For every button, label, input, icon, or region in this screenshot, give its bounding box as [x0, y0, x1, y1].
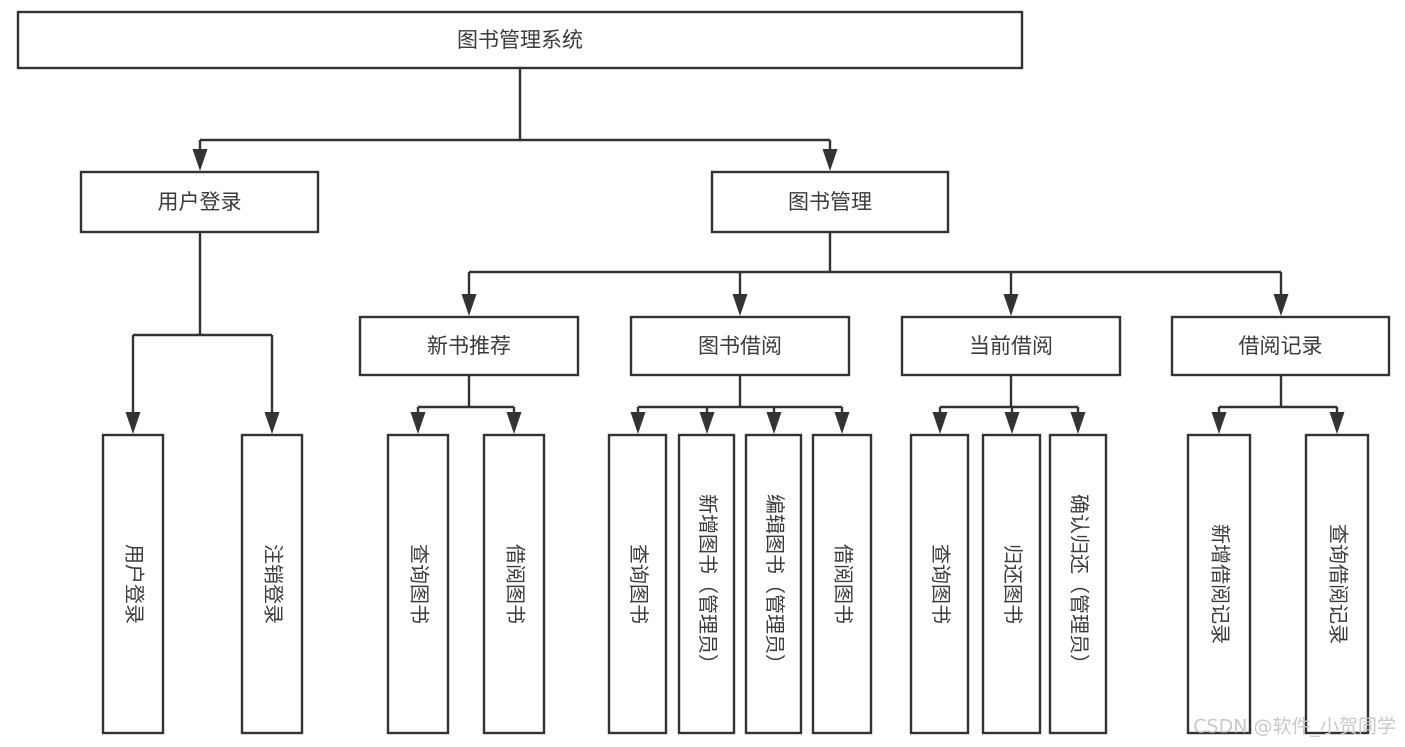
- node-label: 借阅图书: [504, 544, 528, 624]
- arrow-head-icon: [192, 149, 208, 171]
- node-root[interactable]: 图书管理系统: [16, 10, 1024, 70]
- node-label: 用户登录: [158, 190, 242, 214]
- node-leaf-borrow-query-book[interactable]: 查询图书: [607, 433, 668, 735]
- node-box: [811, 433, 873, 735]
- node-leaf-borrow-borrow-book[interactable]: 借阅图书: [811, 433, 873, 735]
- node-label: 图书管理: [788, 190, 872, 214]
- csdn-watermark: CSDN @软件_小贺同学: [1193, 716, 1396, 738]
- node-box: [744, 433, 803, 735]
- node-leaf-borrow-edit-book[interactable]: 编辑图书（管理员）: [744, 433, 803, 735]
- arrow-head-icon: [766, 412, 782, 434]
- arrow-head-icon: [732, 294, 748, 316]
- node-label: 新增借阅记录: [1209, 524, 1233, 644]
- node-label: 查询图书: [408, 544, 432, 624]
- arrow-head-icon: [125, 412, 141, 434]
- node-label: 确认归还（管理员）: [1068, 494, 1092, 674]
- node-label: 新书推荐: [427, 334, 511, 358]
- arrow-head-icon: [932, 412, 948, 434]
- node-label: 查询图书: [929, 544, 953, 624]
- arrow-head-icon: [264, 412, 280, 434]
- edge-group-root: [192, 68, 838, 171]
- arrow-head-icon: [699, 412, 715, 434]
- arrow-head-icon: [1003, 294, 1019, 316]
- node-label: 编辑图书（管理员）: [763, 494, 787, 674]
- node-label: 查询借阅记录: [1327, 524, 1351, 644]
- arrow-head-icon: [834, 412, 850, 434]
- arrow-head-icon: [1004, 412, 1020, 434]
- arrow-head-icon: [1070, 412, 1086, 434]
- node-box: [79, 170, 320, 234]
- edge-group-current-borrow: [932, 375, 1086, 434]
- node-box: [1186, 433, 1252, 735]
- arrow-head-icon: [1273, 294, 1289, 316]
- node-box: [1048, 433, 1108, 735]
- node-box: [358, 315, 580, 377]
- node-box: [482, 433, 546, 735]
- node-box: [386, 433, 450, 735]
- node-box: [981, 433, 1042, 735]
- arrow-head-icon: [630, 412, 646, 434]
- node-label: 用户登录: [123, 544, 147, 624]
- node-book-manage[interactable]: 图书管理: [710, 170, 950, 234]
- edge-group-new-book-rec: [410, 375, 522, 434]
- node-leaf-rec-query-record[interactable]: 查询借阅记录: [1304, 433, 1370, 735]
- node-leaf-rec-add-record[interactable]: 新增借阅记录: [1186, 433, 1252, 735]
- edge-group-book-borrow: [630, 375, 850, 434]
- node-box: [900, 315, 1122, 377]
- node-label: 查询图书: [627, 544, 651, 624]
- node-label: 图书管理系统: [457, 28, 583, 52]
- node-layer: 图书管理系统用户登录图书管理新书推荐图书借阅当前借阅借阅记录用户登录注销登录查询…: [16, 10, 1391, 735]
- node-leaf-cur-confirm-return[interactable]: 确认归还（管理员）: [1048, 433, 1108, 735]
- arrow-head-icon: [410, 412, 426, 434]
- node-label: 图书借阅: [698, 334, 782, 358]
- node-box: [1304, 433, 1370, 735]
- node-leaf-cur-query-book[interactable]: 查询图书: [909, 433, 970, 735]
- node-book-borrow[interactable]: 图书借阅: [629, 315, 851, 377]
- node-box: [240, 433, 304, 735]
- node-leaf-rec-borrow-book[interactable]: 借阅图书: [482, 433, 546, 735]
- arrow-head-icon: [1329, 412, 1345, 434]
- node-leaf-cur-return-book[interactable]: 归还图书: [981, 433, 1042, 735]
- node-box: [710, 170, 950, 234]
- node-box: [629, 315, 851, 377]
- node-leaf-rec-query-book[interactable]: 查询图书: [386, 433, 450, 735]
- node-new-book-rec[interactable]: 新书推荐: [358, 315, 580, 377]
- arrow-head-icon: [461, 294, 477, 316]
- node-leaf-user-logout[interactable]: 注销登录: [240, 433, 304, 735]
- node-box: [909, 433, 970, 735]
- node-label: 借阅记录: [1239, 334, 1323, 358]
- node-leaf-user-login[interactable]: 用户登录: [101, 433, 165, 735]
- arrow-head-icon: [822, 149, 838, 171]
- connector-layer: [125, 68, 1345, 434]
- node-leaf-borrow-add-book[interactable]: 新增图书（管理员）: [677, 433, 736, 735]
- edge-group-borrow-record: [1211, 375, 1345, 434]
- node-label: 当前借阅: [969, 334, 1053, 358]
- node-box: [16, 10, 1024, 70]
- node-label: 归还图书: [1001, 544, 1025, 624]
- edge-group-book-manage: [461, 232, 1289, 316]
- node-current-borrow[interactable]: 当前借阅: [900, 315, 1122, 377]
- node-label: 注销登录: [262, 544, 286, 624]
- node-box: [1170, 315, 1391, 377]
- node-label: 借阅图书: [832, 544, 856, 624]
- edge-group-user-login: [125, 232, 280, 434]
- node-box: [101, 433, 165, 735]
- node-user-login[interactable]: 用户登录: [79, 170, 320, 234]
- node-box: [677, 433, 736, 735]
- node-label: 新增图书（管理员）: [696, 494, 720, 674]
- arrow-head-icon: [506, 412, 522, 434]
- node-borrow-record[interactable]: 借阅记录: [1170, 315, 1391, 377]
- node-box: [607, 433, 668, 735]
- arrow-head-icon: [1211, 412, 1227, 434]
